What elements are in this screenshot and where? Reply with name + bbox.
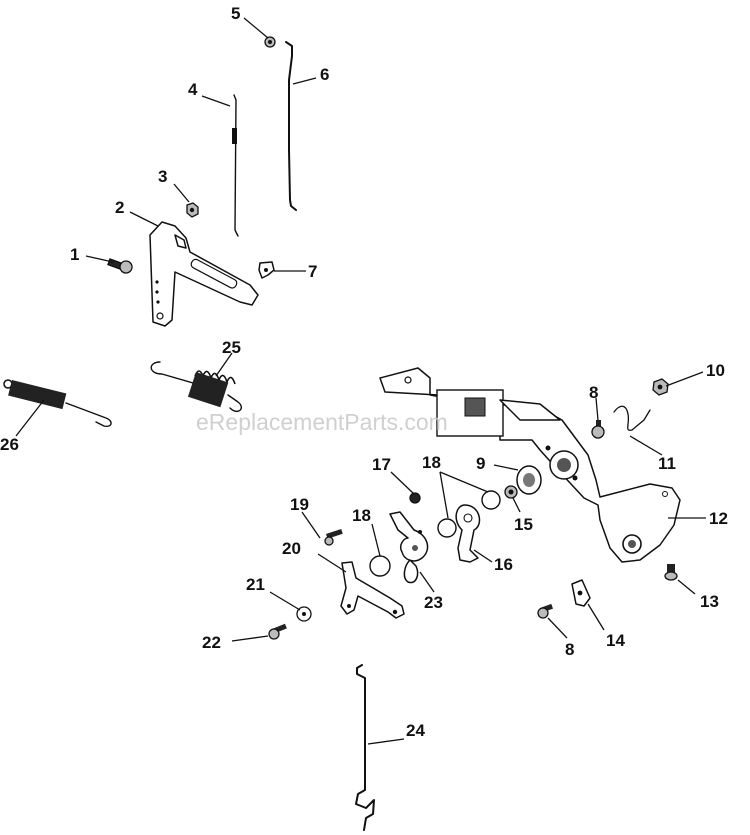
part-10-nut[interactable] — [652, 378, 669, 396]
callout-11: 11 — [658, 454, 676, 473]
callout-22: 22 — [202, 633, 221, 652]
part-9-bushing[interactable] — [516, 465, 542, 495]
part-8-screw-lower[interactable] — [537, 603, 553, 619]
part-21-washer[interactable] — [296, 606, 312, 622]
part-22-screw[interactable] — [268, 623, 287, 640]
callout-labels: 5 6 4 3 2 1 7 25 26 10 8 11 9 18 17 15 1… — [0, 4, 728, 740]
part-18-washer-lower[interactable] — [369, 555, 391, 577]
part-8-screw-upper[interactable] — [591, 420, 605, 439]
callout-18-upper: 18 — [422, 453, 441, 472]
part-26-spring[interactable] — [3, 379, 112, 428]
part-3-nut[interactable] — [186, 202, 199, 218]
part-2-control-bracket[interactable] — [149, 221, 259, 327]
part-7-clip[interactable] — [258, 261, 275, 279]
part-15-bearing[interactable] — [504, 485, 518, 499]
callout-25: 25 — [222, 338, 241, 357]
callout-21: 21 — [246, 575, 265, 594]
part-12-control-plate[interactable] — [379, 367, 681, 563]
callout-3: 3 — [158, 167, 167, 186]
callout-13: 13 — [700, 592, 719, 611]
callout-10: 10 — [706, 361, 725, 380]
part-14-clamp[interactable] — [571, 579, 591, 607]
callout-26: 26 — [0, 435, 19, 454]
part-11-spring-clip[interactable] — [613, 405, 651, 431]
callout-20: 20 — [282, 539, 301, 558]
watermark-text: eReplacementParts.com — [196, 409, 448, 435]
callout-4: 4 — [188, 80, 198, 99]
part-4-wire-link[interactable] — [232, 94, 239, 237]
part-16-lever[interactable] — [455, 504, 481, 563]
callout-14: 14 — [606, 631, 625, 650]
callout-24: 24 — [406, 721, 425, 740]
part-20-throttle-lever[interactable] — [340, 561, 405, 619]
callout-16: 16 — [494, 555, 513, 574]
callout-8-upper: 8 — [589, 383, 598, 402]
part-6-governor-rod[interactable] — [285, 41, 297, 211]
callout-12: 12 — [709, 509, 728, 528]
callout-8-lower: 8 — [565, 640, 574, 659]
part-13-screw[interactable] — [664, 564, 678, 581]
part-24-choke-rod[interactable] — [355, 664, 375, 831]
callout-1: 1 — [70, 245, 79, 264]
callout-6: 6 — [320, 65, 329, 84]
part-19-screw[interactable] — [324, 529, 343, 546]
part-18-washers-upper[interactable] — [437, 490, 501, 538]
callout-19: 19 — [290, 495, 309, 514]
callout-2: 2 — [115, 198, 124, 217]
callout-18-lower: 18 — [352, 506, 371, 525]
callout-23: 23 — [424, 593, 443, 612]
part-23-governor-lever[interactable] — [389, 511, 429, 584]
callout-5: 5 — [231, 4, 240, 23]
callout-17: 17 — [372, 455, 391, 474]
part-17-screw[interactable] — [409, 492, 421, 504]
callout-15: 15 — [514, 515, 533, 534]
callout-9: 9 — [476, 454, 485, 473]
callout-7: 7 — [308, 262, 317, 281]
leader-lines — [15, 17, 706, 745]
part-25-spring[interactable] — [150, 361, 242, 412]
part-5-nut[interactable] — [264, 36, 276, 48]
